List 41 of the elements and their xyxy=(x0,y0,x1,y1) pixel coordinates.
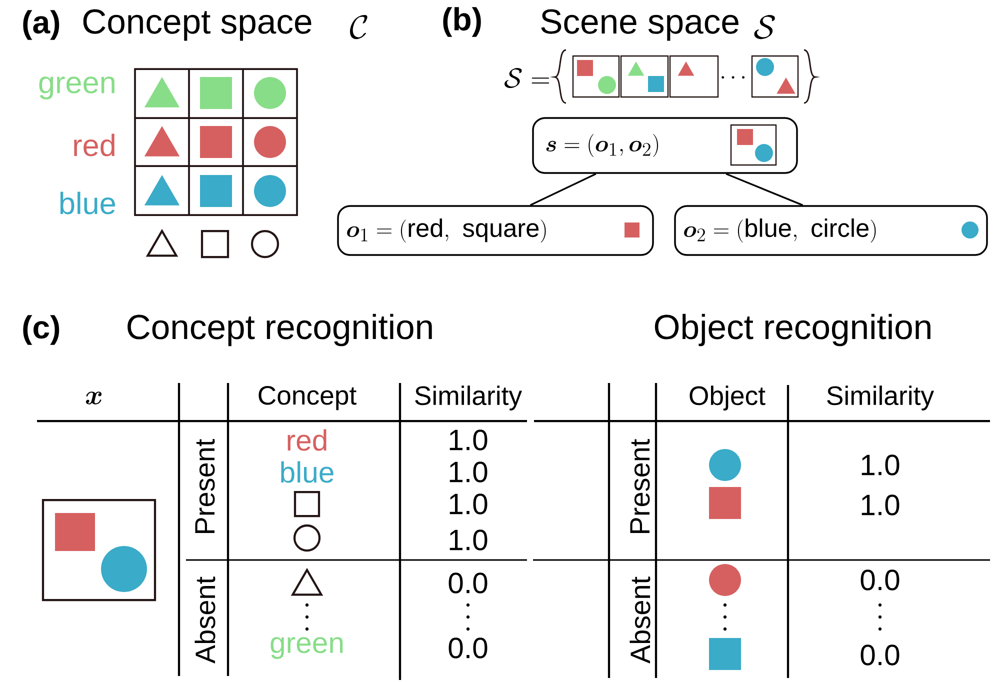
column-header: $\boldsymbol{x}$ xyxy=(86,392,102,404)
panel-title: Concept space xyxy=(83,9,312,41)
set-formula: $\mathcal{S} =$ xyxy=(504,68,550,88)
panel-title: Object recognition xyxy=(654,314,930,346)
panel-label: (c) xyxy=(23,315,60,345)
ellipsis: $\cdots$ xyxy=(722,76,745,79)
table-cell: 1.0 xyxy=(450,430,488,450)
row-label: red xyxy=(74,134,114,156)
column-header: Similarity xyxy=(827,386,934,410)
row-header: Absent xyxy=(630,576,650,664)
math-symbol: $\mathcal{S}$ xyxy=(754,14,775,40)
row-label: blue xyxy=(60,192,116,214)
connector-line xyxy=(726,173,804,206)
panel-label: (a) xyxy=(23,10,60,40)
table-cell: green xyxy=(270,637,343,659)
table-cell: 1.0 xyxy=(450,462,488,482)
column-header: Object xyxy=(690,386,766,410)
table-cell: 1.0 xyxy=(450,494,488,514)
row-label: green xyxy=(39,76,114,100)
connector-line xyxy=(530,173,596,206)
row-header: Absent xyxy=(194,576,216,664)
column-header: Similarity xyxy=(415,386,522,410)
column-header: Concept xyxy=(258,386,356,410)
table-cell: blue xyxy=(281,461,334,483)
table-cell: 0.0 xyxy=(448,572,488,594)
table-cell: 0.0 xyxy=(860,644,900,666)
panel-title: Scene space xyxy=(541,9,738,41)
table-cell: 1.0 xyxy=(862,494,900,516)
panel-label: (b) xyxy=(443,7,481,37)
tuple-box: $\boldsymbol{o}_1 = (\mathrm{red},\ \mathrm{square})$ xyxy=(337,205,654,256)
table-cell: 0.0 xyxy=(860,570,900,590)
tuple-box: $\boldsymbol{o}_2 = (\mathrm{blue},\ \mathrm{circle})$ xyxy=(674,205,988,256)
table-cell: 1.0 xyxy=(862,454,900,476)
table-cell: 1.0 xyxy=(450,530,488,550)
panel-title: Concept recognition xyxy=(128,314,432,346)
table-cell: red xyxy=(288,429,326,451)
row-header: Present xyxy=(195,438,215,533)
math-symbol: $\mathcal{C}$ xyxy=(350,14,368,40)
row-header: Present xyxy=(630,438,650,533)
table-cell: 0.0 xyxy=(448,638,488,658)
tuple-box: $\boldsymbol{s} = (\boldsymbol{o}_1, \boldsymbol{o}_2)$ xyxy=(532,117,798,174)
